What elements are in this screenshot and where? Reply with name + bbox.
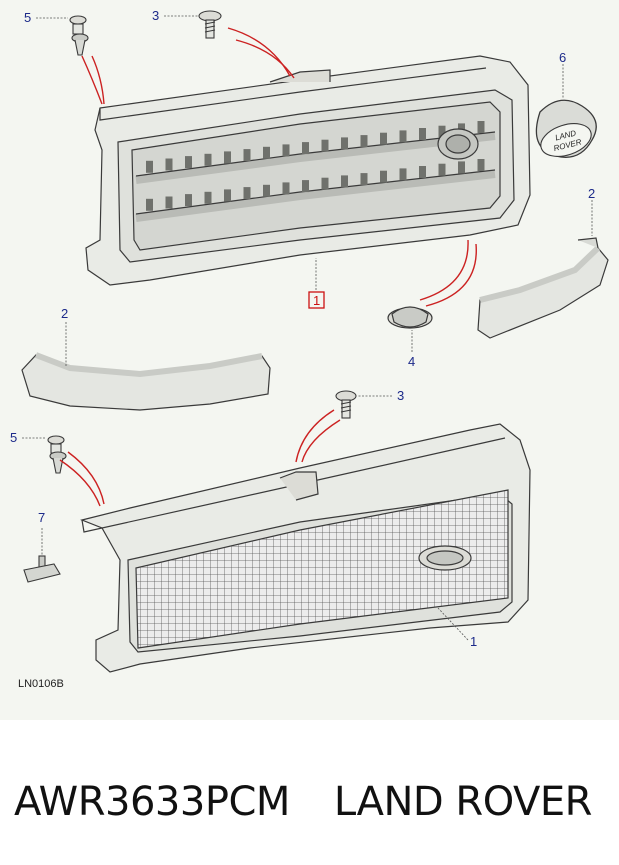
upper-grille	[85, 55, 531, 286]
grille-tooth	[282, 144, 290, 157]
grille-tooth	[302, 180, 309, 193]
callout-top-grille-highlight	[308, 291, 325, 309]
grille-tooth	[263, 146, 270, 159]
grille-tooth	[477, 121, 485, 133]
callout-bracket: 7	[38, 510, 45, 525]
exploded-parts-diagram: LAND ROVER	[10, 8, 609, 690]
assembly-arrows	[59, 27, 477, 507]
grille-tooth	[477, 159, 485, 171]
grommet	[387, 306, 433, 329]
brand-name: LAND ROVER	[333, 779, 593, 825]
grille-tooth	[263, 184, 270, 197]
lower-clip	[47, 435, 67, 474]
callout-grommet: 4	[408, 354, 415, 369]
grille-tooth	[360, 173, 368, 186]
callout-bottom-clip: 5	[10, 430, 17, 445]
part-caption: AWR3633PCM LAND ROVER	[14, 772, 614, 832]
grille-tooth	[380, 132, 387, 145]
grille-tooth	[419, 166, 426, 178]
grille-tooth	[360, 135, 368, 148]
grille-tooth	[204, 191, 212, 204]
lower-grille	[80, 423, 531, 673]
grille-tooth	[302, 142, 309, 155]
grille-tooth	[146, 198, 153, 211]
grille-tooth	[224, 151, 231, 164]
grille-tooth	[438, 163, 446, 176]
callout-left-trim: 2	[61, 306, 68, 321]
lower-screw	[335, 390, 357, 419]
grille-tooth	[399, 130, 407, 143]
grille-tooth	[204, 153, 212, 166]
drawing-code: LN0106B	[18, 678, 64, 690]
land-rover-badge: LAND ROVER	[535, 99, 597, 158]
grille-tooth	[165, 158, 173, 171]
grille-tooth	[399, 168, 407, 181]
callout-right-trim: 2	[588, 186, 595, 201]
callout-top-screw: 3	[152, 8, 159, 23]
grille-tooth	[185, 194, 192, 207]
grille-tooth	[321, 177, 329, 190]
upper-screw	[198, 10, 222, 39]
grille-tooth	[185, 156, 192, 169]
grille-tooth	[419, 128, 426, 140]
callout-top-clip: 5	[24, 10, 31, 25]
callout-bottom-grille: 1	[470, 634, 477, 649]
grille-tooth	[165, 196, 173, 209]
mounting-bracket	[23, 555, 61, 583]
grille-tooth	[243, 149, 251, 162]
grille-tooth	[380, 170, 387, 183]
part-number: AWR3633PCM	[14, 779, 290, 825]
callout-badge: 6	[559, 50, 566, 65]
grille-tooth	[146, 160, 153, 173]
grille-tooth	[438, 125, 446, 138]
grille-tooth	[243, 187, 251, 200]
grille-tooth	[321, 139, 329, 152]
callout-bottom-screw: 3	[397, 388, 404, 403]
grille-tooth	[224, 189, 231, 202]
leader-lines	[22, 15, 593, 641]
grille-tooth	[458, 161, 465, 174]
callout-top-grille: 1	[313, 293, 320, 308]
diagram-panel: LAND ROVER	[0, 0, 619, 720]
upper-clip	[69, 15, 89, 56]
grille-tooth	[341, 175, 348, 188]
right-trim-strip	[477, 237, 609, 339]
left-trim-strip	[21, 352, 271, 411]
grille-tooth	[341, 137, 348, 150]
grille-tooth	[282, 182, 290, 195]
